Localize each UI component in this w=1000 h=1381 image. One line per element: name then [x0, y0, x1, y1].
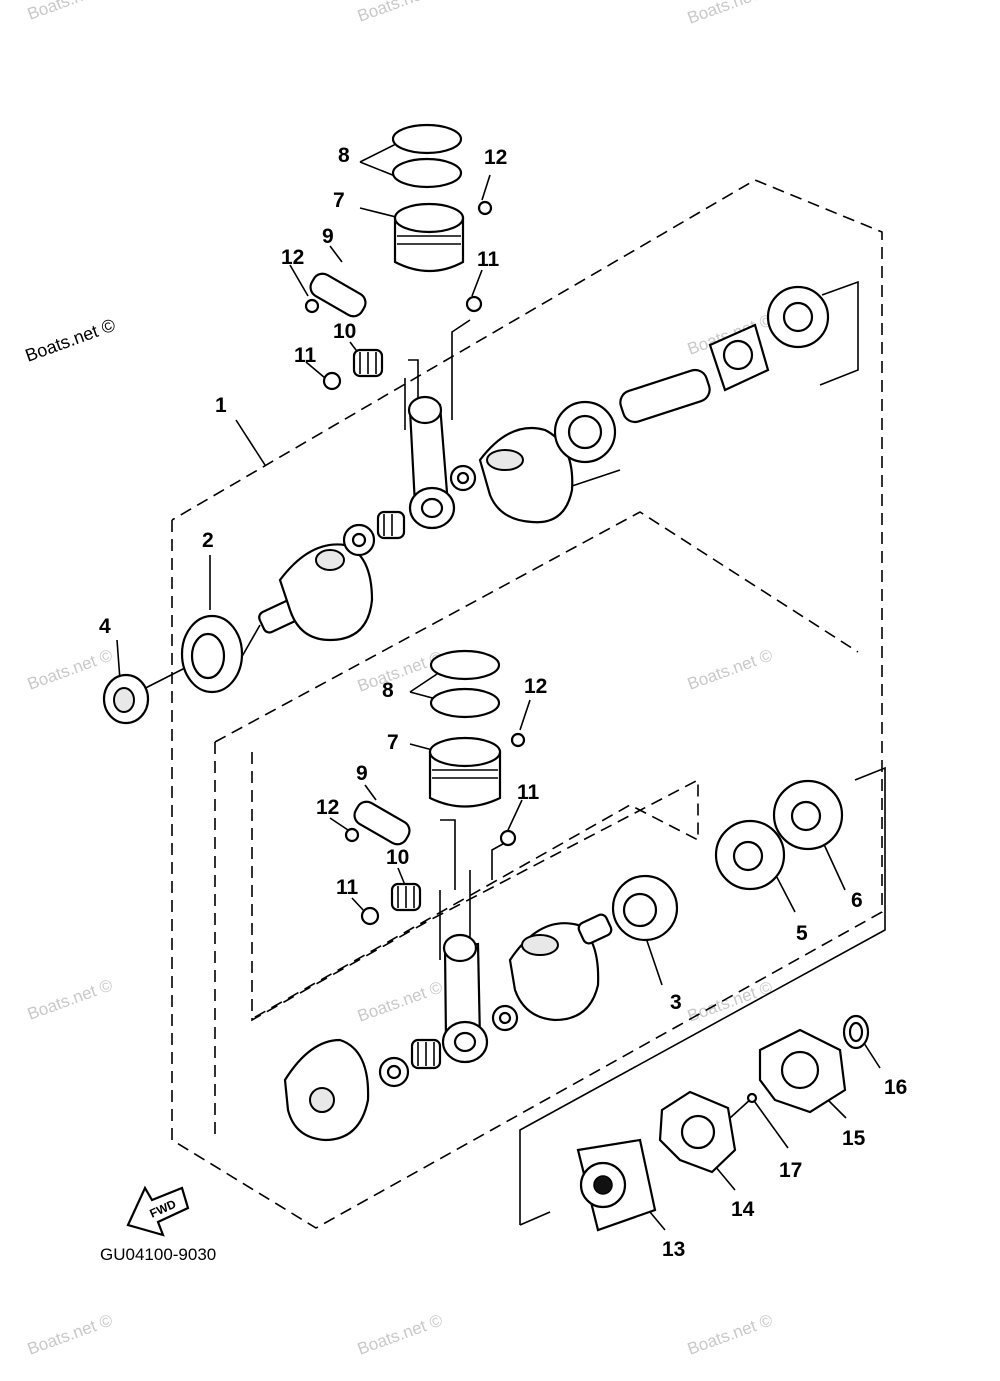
watermark: Boats.net © [25, 975, 116, 1023]
watermark: Boats.net © [355, 647, 446, 695]
callout-10: 10 [386, 846, 409, 869]
callout-17: 17 [779, 1159, 802, 1182]
callout-1: 1 [215, 394, 227, 417]
coupling-group [576, 1014, 870, 1232]
piston-upper [304, 123, 493, 391]
connecting-rod-upper [407, 395, 456, 530]
callout-9: 9 [356, 762, 368, 785]
diagram-code: GU04100-9030 [100, 1245, 216, 1264]
arrow-icon [126, 1185, 190, 1237]
callout-2: 2 [202, 529, 214, 552]
watermark: Boats.net © [25, 0, 116, 24]
callout-12: 12 [484, 146, 507, 169]
watermark: Boats.net © [685, 1310, 776, 1358]
callout-11: 11 [517, 781, 540, 804]
callout-12: 12 [316, 796, 339, 819]
callout-8: 8 [382, 679, 394, 702]
watermark: Boats.net © [25, 645, 116, 693]
callout-7: 7 [387, 731, 399, 754]
callout-11: 11 [336, 876, 359, 899]
bearing-front [102, 614, 244, 725]
callout-7: 7 [333, 189, 345, 212]
callout-9: 9 [322, 225, 334, 248]
watermark: Boats.net © [685, 645, 776, 693]
callout-11: 11 [294, 344, 317, 367]
watermark: Boats.net © [685, 977, 776, 1025]
watermark-main: Boats.net © [23, 315, 118, 366]
bracket-lines [404, 280, 886, 1226]
watermark: Boats.net © [355, 977, 446, 1025]
callout-6: 6 [851, 889, 863, 912]
callout-10: 10 [333, 320, 356, 343]
callout-5: 5 [796, 922, 808, 945]
fwd-arrow: FWD [126, 1185, 190, 1237]
callout-11: 11 [477, 248, 500, 271]
callout-numbers: 1 2 3 4 5 6 7 7 8 8 9 9 10 10 11 11 11 1… [99, 144, 907, 1261]
callout-14: 14 [731, 1198, 755, 1221]
piston-lower [344, 649, 526, 926]
callout-4: 4 [99, 615, 111, 638]
crankshaft-lower [283, 779, 844, 1142]
callout-15: 15 [842, 1127, 866, 1150]
watermark: Boats.net © [25, 1310, 116, 1358]
watermark: Boats.net © [685, 0, 776, 28]
assembly-outline-1 [171, 179, 883, 1229]
callout-3: 3 [670, 991, 682, 1014]
callout-16: 16 [884, 1076, 907, 1099]
callout-12: 12 [524, 675, 547, 698]
callout-8: 8 [338, 144, 350, 167]
callout-13: 13 [662, 1238, 685, 1261]
watermark: Boats.net © [355, 0, 446, 26]
callout-12: 12 [281, 246, 304, 269]
crankshaft-upper [258, 285, 830, 642]
watermark: Boats.net © [355, 1310, 446, 1358]
connecting-rod-lower [441, 933, 489, 1064]
